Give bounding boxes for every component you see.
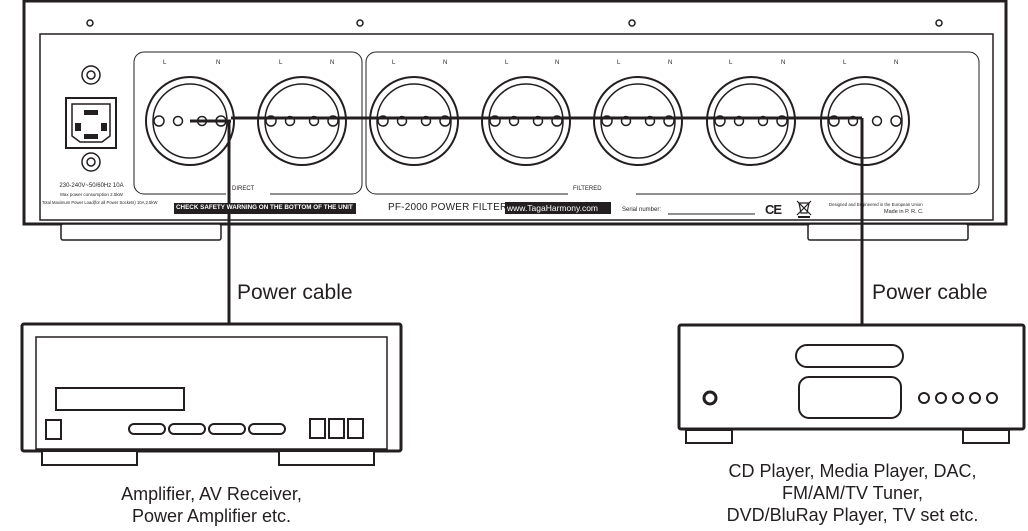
socket-n-mark: N: [781, 60, 786, 66]
amplifier-power-switch: [45, 419, 62, 440]
screw: [935, 19, 943, 27]
power-cables: [190, 116, 864, 324]
cd-player-caption: CD Player, Media Player, DAC, FM/AM/TV T…: [680, 460, 1025, 526]
amplifier-device: [20, 322, 403, 466]
weee-bin-icon: [796, 200, 812, 218]
filtered-socket-5: [820, 76, 910, 166]
socket-l-mark: L: [505, 60, 509, 66]
socket-n-mark: N: [894, 60, 899, 66]
cd-player-device: [677, 323, 1026, 444]
filtered-group-label: FILTERED: [573, 186, 602, 192]
right-foot: [807, 223, 969, 241]
website-box: [505, 202, 611, 214]
filtered-socket-1: [369, 76, 459, 166]
socket-n-mark: N: [443, 60, 448, 66]
socket-l-mark: L: [163, 60, 167, 66]
made-in-text: Made in P. R. C.: [884, 209, 924, 215]
socket-l-mark: L: [617, 60, 621, 66]
filtered-socket-4: [706, 76, 796, 166]
screw: [628, 19, 636, 27]
designed-in-eu-text: Designed and Engineered in the European …: [829, 202, 923, 207]
amplifier-caption: Amplifier, AV Receiver, Power Amplifier …: [22, 483, 401, 527]
socket-n-mark: N: [216, 60, 221, 66]
model-name: PF-2000 POWER FILTER: [388, 202, 508, 213]
socket-n-mark: N: [330, 60, 335, 66]
cd-player-display: [798, 376, 902, 419]
max-load-text: Total Maximum Power Load(for all Power S…: [42, 200, 158, 205]
socket-l-mark: L: [729, 60, 733, 66]
direct-group-label: DIRECT: [232, 186, 255, 192]
power-filter-unit: [22, 0, 1008, 241]
cd-player-power-knob: [702, 390, 718, 406]
screw: [356, 19, 364, 27]
filtered-socket-2: [481, 76, 571, 166]
amplifier-display: [55, 387, 185, 411]
cd-player-caption-line: DVD/BluRay Player, TV set etc.: [726, 505, 979, 525]
direct-socket-2: [257, 76, 347, 166]
disc-tray: [795, 344, 904, 368]
filtered-socket-3: [593, 76, 683, 166]
socket-l-mark: L: [279, 60, 283, 66]
cd-player-caption-line: CD Player, Media Player, DAC,: [728, 461, 977, 481]
socket-n-mark: N: [555, 60, 560, 66]
cd-player-caption-line: FM/AM/TV Tuner,: [781, 483, 924, 503]
iec-power-inlet: [65, 65, 117, 172]
warning-box: [174, 203, 356, 214]
power-consumption-text: Max power consumption 2.5kW: [60, 192, 123, 197]
screw: [86, 19, 94, 27]
rating-text: 230-240V~50/60Hz 10A: [59, 183, 124, 189]
ce-mark: CE: [765, 202, 782, 217]
website-link: www.TagaHarmony.com: [507, 203, 599, 213]
safety-warning: CHECK SAFETY WARNING ON THE BOTTOM OF TH…: [176, 204, 353, 211]
left-cable-label: Power cable: [237, 281, 353, 304]
filtered-group-frame: [365, 51, 980, 195]
left-foot: [60, 223, 222, 241]
socket-l-mark: L: [392, 60, 396, 66]
socket-l-mark: L: [843, 60, 847, 66]
socket-n-mark: N: [668, 60, 673, 66]
amplifier-caption-line: Amplifier, AV Receiver,: [121, 484, 302, 504]
right-cable-label: Power cable: [872, 281, 988, 304]
amplifier-caption-line: Power Amplifier etc.: [131, 506, 292, 526]
serial-number-label: Serial number:: [622, 207, 662, 213]
